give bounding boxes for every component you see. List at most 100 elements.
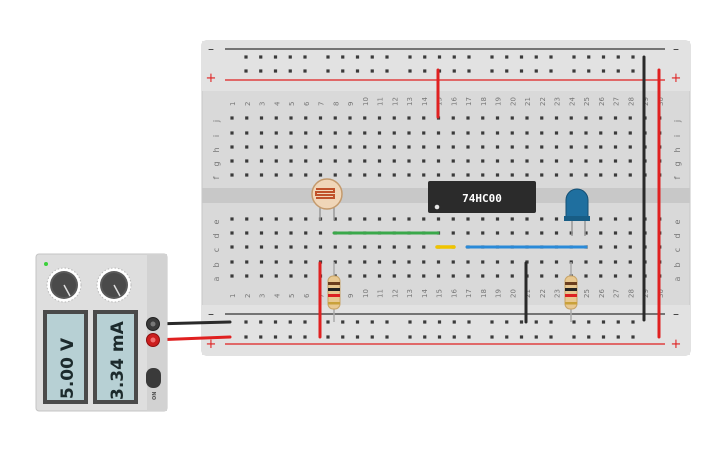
breadboard-hole[interactable] — [569, 131, 573, 135]
breadboard-hole[interactable] — [599, 131, 603, 135]
breadboard-hole[interactable] — [377, 131, 382, 135]
breadboard-hole[interactable] — [599, 231, 603, 235]
breadboard-hole[interactable] — [259, 55, 263, 59]
breadboard-hole[interactable] — [377, 159, 382, 163]
breadboard-hole[interactable] — [451, 231, 455, 235]
breadboard-hole[interactable] — [466, 173, 470, 177]
breadboard-hole[interactable] — [628, 217, 632, 221]
breadboard-hole[interactable] — [318, 245, 323, 249]
breadboard-hole[interactable] — [628, 145, 632, 149]
breadboard-hole[interactable] — [554, 159, 559, 163]
breadboard-hole[interactable] — [569, 159, 573, 163]
breadboard-hole[interactable] — [408, 320, 412, 324]
breadboard-hole[interactable] — [274, 260, 278, 264]
breadboard-hole[interactable] — [304, 145, 308, 149]
breadboard-hole[interactable] — [245, 116, 249, 120]
breadboard-hole[interactable] — [631, 320, 635, 324]
breadboard-hole[interactable] — [318, 159, 323, 163]
breadboard-hole[interactable] — [245, 145, 249, 149]
breadboard-hole[interactable] — [341, 69, 345, 73]
breadboard-hole[interactable] — [318, 231, 323, 235]
breadboard-hole[interactable] — [613, 116, 618, 120]
ic-chip-74hc00[interactable]: 74HC00 — [428, 181, 536, 213]
breadboard-hole[interactable] — [599, 245, 603, 249]
breadboard-hole[interactable] — [525, 145, 529, 149]
breadboard-hole[interactable] — [510, 217, 514, 221]
breadboard-hole[interactable] — [505, 55, 509, 59]
breadboard-hole[interactable] — [540, 274, 544, 278]
breadboard-hole[interactable] — [451, 274, 455, 278]
current-knob[interactable] — [96, 267, 132, 303]
breadboard-hole[interactable] — [407, 274, 411, 278]
breadboard-hole[interactable] — [392, 260, 396, 264]
breadboard-hole[interactable] — [289, 116, 293, 120]
breadboard-hole[interactable] — [244, 69, 248, 73]
breadboard-hole[interactable] — [355, 320, 360, 324]
breadboard-hole[interactable] — [613, 145, 618, 149]
breadboard-hole[interactable] — [274, 145, 278, 149]
breadboard-hole[interactable] — [437, 55, 442, 59]
breadboard-hole[interactable] — [549, 335, 553, 339]
breadboard-hole[interactable] — [392, 173, 396, 177]
breadboard-hole[interactable] — [599, 116, 603, 120]
breadboard-hole[interactable] — [304, 245, 308, 249]
breadboard-hole[interactable] — [466, 274, 470, 278]
breadboard-hole[interactable] — [613, 260, 618, 264]
breadboard-hole[interactable] — [245, 274, 249, 278]
breadboard-hole[interactable] — [481, 145, 485, 149]
breadboard-hole[interactable] — [355, 69, 360, 73]
breadboard-hole[interactable] — [333, 145, 337, 149]
breadboard-hole[interactable] — [377, 274, 382, 278]
breadboard-hole[interactable] — [422, 274, 426, 278]
breadboard-hole[interactable] — [554, 231, 559, 235]
breadboard-hole[interactable] — [244, 320, 248, 324]
breadboard-hole[interactable] — [505, 320, 509, 324]
breadboard-hole[interactable] — [348, 159, 352, 163]
breadboard-hole[interactable] — [495, 274, 500, 278]
breadboard-hole[interactable] — [601, 69, 606, 73]
breadboard-hole[interactable] — [408, 55, 412, 59]
breadboard-hole[interactable] — [549, 55, 553, 59]
breadboard-hole[interactable] — [628, 116, 632, 120]
breadboard-hole[interactable] — [304, 217, 308, 221]
breadboard-hole[interactable] — [288, 320, 292, 324]
breadboard-hole[interactable] — [534, 320, 538, 324]
breadboard-hole[interactable] — [554, 260, 559, 264]
breadboard-hole[interactable] — [422, 173, 426, 177]
breadboard-hole[interactable] — [333, 217, 337, 221]
breadboard-hole[interactable] — [348, 173, 352, 177]
breadboard-hole[interactable] — [495, 116, 500, 120]
breadboard-hole[interactable] — [259, 245, 264, 249]
breadboard-hole[interactable] — [616, 55, 620, 59]
breadboard-hole[interactable] — [392, 131, 396, 135]
breadboard-hole[interactable] — [318, 131, 323, 135]
breadboard-hole[interactable] — [616, 69, 620, 73]
breadboard-hole[interactable] — [245, 173, 249, 177]
breadboard-hole[interactable] — [408, 335, 412, 339]
breadboard-hole[interactable] — [481, 274, 485, 278]
breadboard-hole[interactable] — [525, 231, 529, 235]
power-switch[interactable] — [146, 368, 161, 388]
breadboard-hole[interactable] — [505, 335, 509, 339]
breadboard-hole[interactable] — [407, 145, 411, 149]
breadboard-hole[interactable] — [451, 260, 455, 264]
breadboard-hole[interactable] — [377, 145, 382, 149]
breadboard-hole[interactable] — [385, 69, 389, 73]
breadboard-hole[interactable] — [304, 231, 308, 235]
resistor-right[interactable] — [564, 262, 578, 322]
breadboard-hole[interactable] — [510, 274, 514, 278]
breadboard-hole[interactable] — [348, 260, 352, 264]
breadboard-hole[interactable] — [436, 260, 441, 264]
breadboard-hole[interactable] — [525, 173, 529, 177]
breadboard-hole[interactable] — [495, 159, 500, 163]
photoresistor[interactable] — [311, 178, 343, 220]
breadboard-hole[interactable] — [230, 217, 234, 221]
breadboard-hole[interactable] — [407, 260, 411, 264]
breadboard-hole[interactable] — [613, 231, 618, 235]
breadboard-hole[interactable] — [392, 217, 396, 221]
breadboard-hole[interactable] — [245, 217, 249, 221]
breadboard-hole[interactable] — [348, 131, 352, 135]
breadboard-hole[interactable] — [481, 173, 485, 177]
breadboard-hole[interactable] — [466, 131, 470, 135]
breadboard-hole[interactable] — [289, 274, 293, 278]
